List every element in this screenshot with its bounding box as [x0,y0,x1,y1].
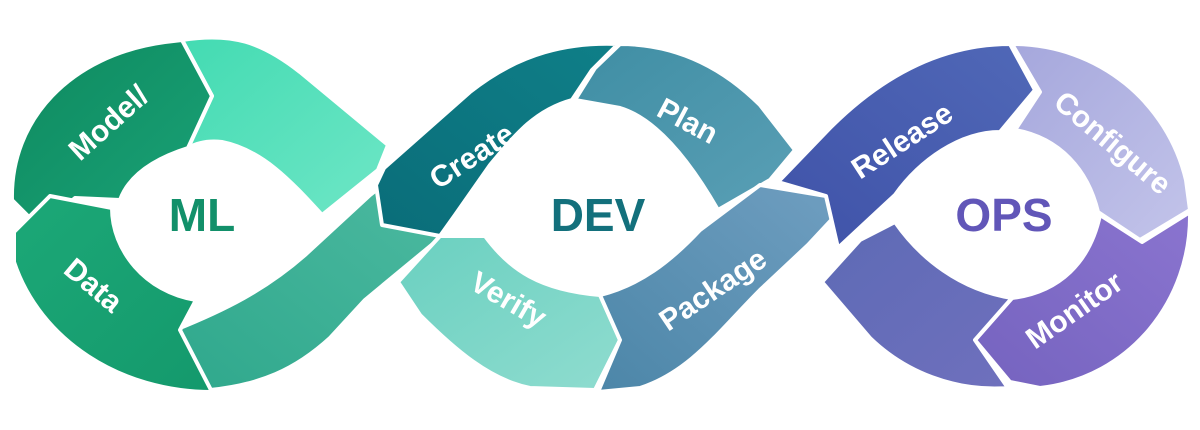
segment-monitor [973,210,1193,390]
segment-plan [573,42,797,212]
segment-create [374,41,620,238]
segment-configure [1010,42,1192,242]
segment-release [776,42,1037,250]
center-label-dev: DEV [551,189,646,241]
ml-top-band [180,35,390,217]
center-label-ops: OPS [955,189,1052,241]
segment-data [12,194,214,394]
ops-lower-band [820,220,1014,391]
segment-package [596,183,838,394]
segment-verify [396,234,622,392]
segment-model [9,38,214,230]
center-label-ml: ML [169,189,235,241]
